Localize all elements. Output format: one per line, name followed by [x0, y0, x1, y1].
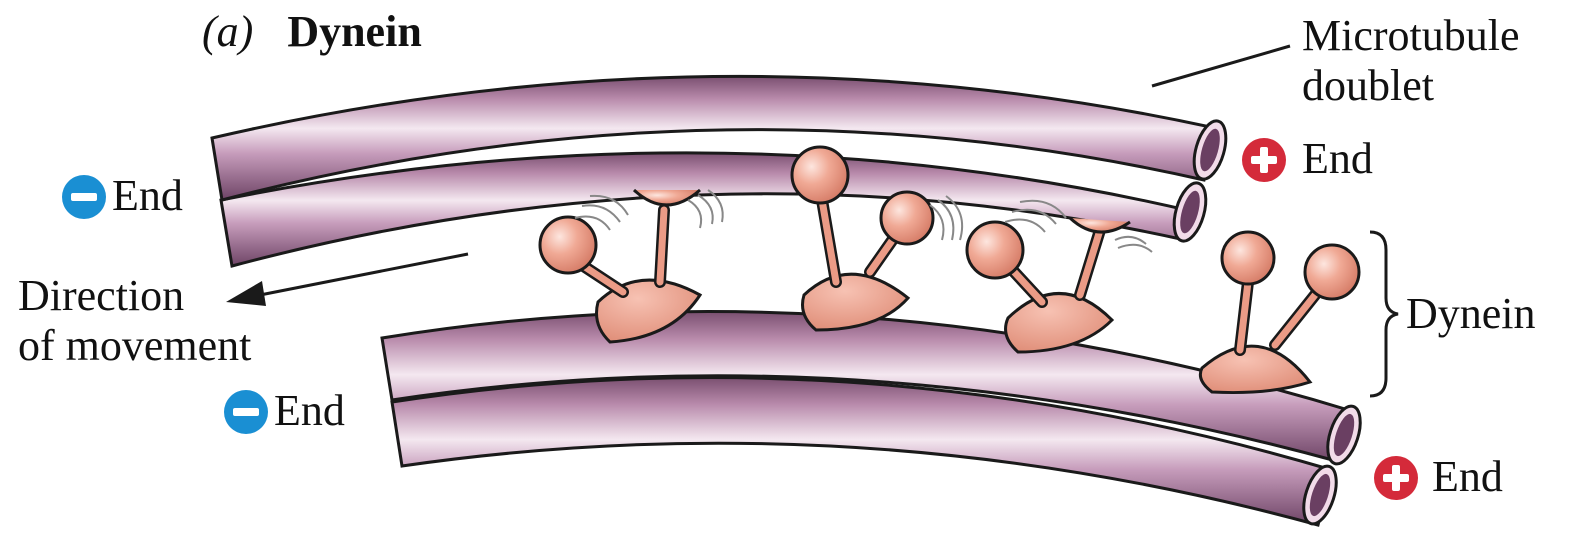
minus-sign-icon: [224, 390, 268, 434]
minus-sign-icon: [62, 175, 106, 219]
end-label-lower-minus: End: [274, 387, 345, 435]
dynein-motor-3: [967, 201, 1152, 352]
title-name: Dynein: [287, 7, 421, 56]
lower-microtubule-doublet: [382, 312, 1367, 528]
panel-letter: (a): [202, 7, 253, 56]
dynein-label: Dynein: [1406, 290, 1536, 338]
microtubule-label-line2: doublet: [1302, 62, 1434, 110]
upper-tubule-lower: [221, 153, 1195, 266]
direction-label-line2: of movement: [18, 322, 251, 370]
end-label-upper-plus: End: [1302, 135, 1373, 183]
plus-sign-icon: [1242, 138, 1286, 182]
dynein-motor-4: [1200, 232, 1359, 393]
direction-arrow-icon: [226, 254, 468, 306]
plus-sign-icon: [1374, 456, 1418, 500]
microtubule-label-line1: Microtubule: [1302, 12, 1520, 60]
direction-label-line1: Direction: [18, 272, 184, 320]
figure-title: (a) Dynein: [202, 8, 422, 56]
dynein-bracket-icon: [1370, 232, 1398, 396]
end-label-upper-minus: End: [112, 172, 183, 220]
microtubule-leader-line: [1152, 46, 1290, 86]
upper-microtubule-doublet: [212, 76, 1232, 266]
end-label-lower-plus: End: [1432, 453, 1503, 501]
